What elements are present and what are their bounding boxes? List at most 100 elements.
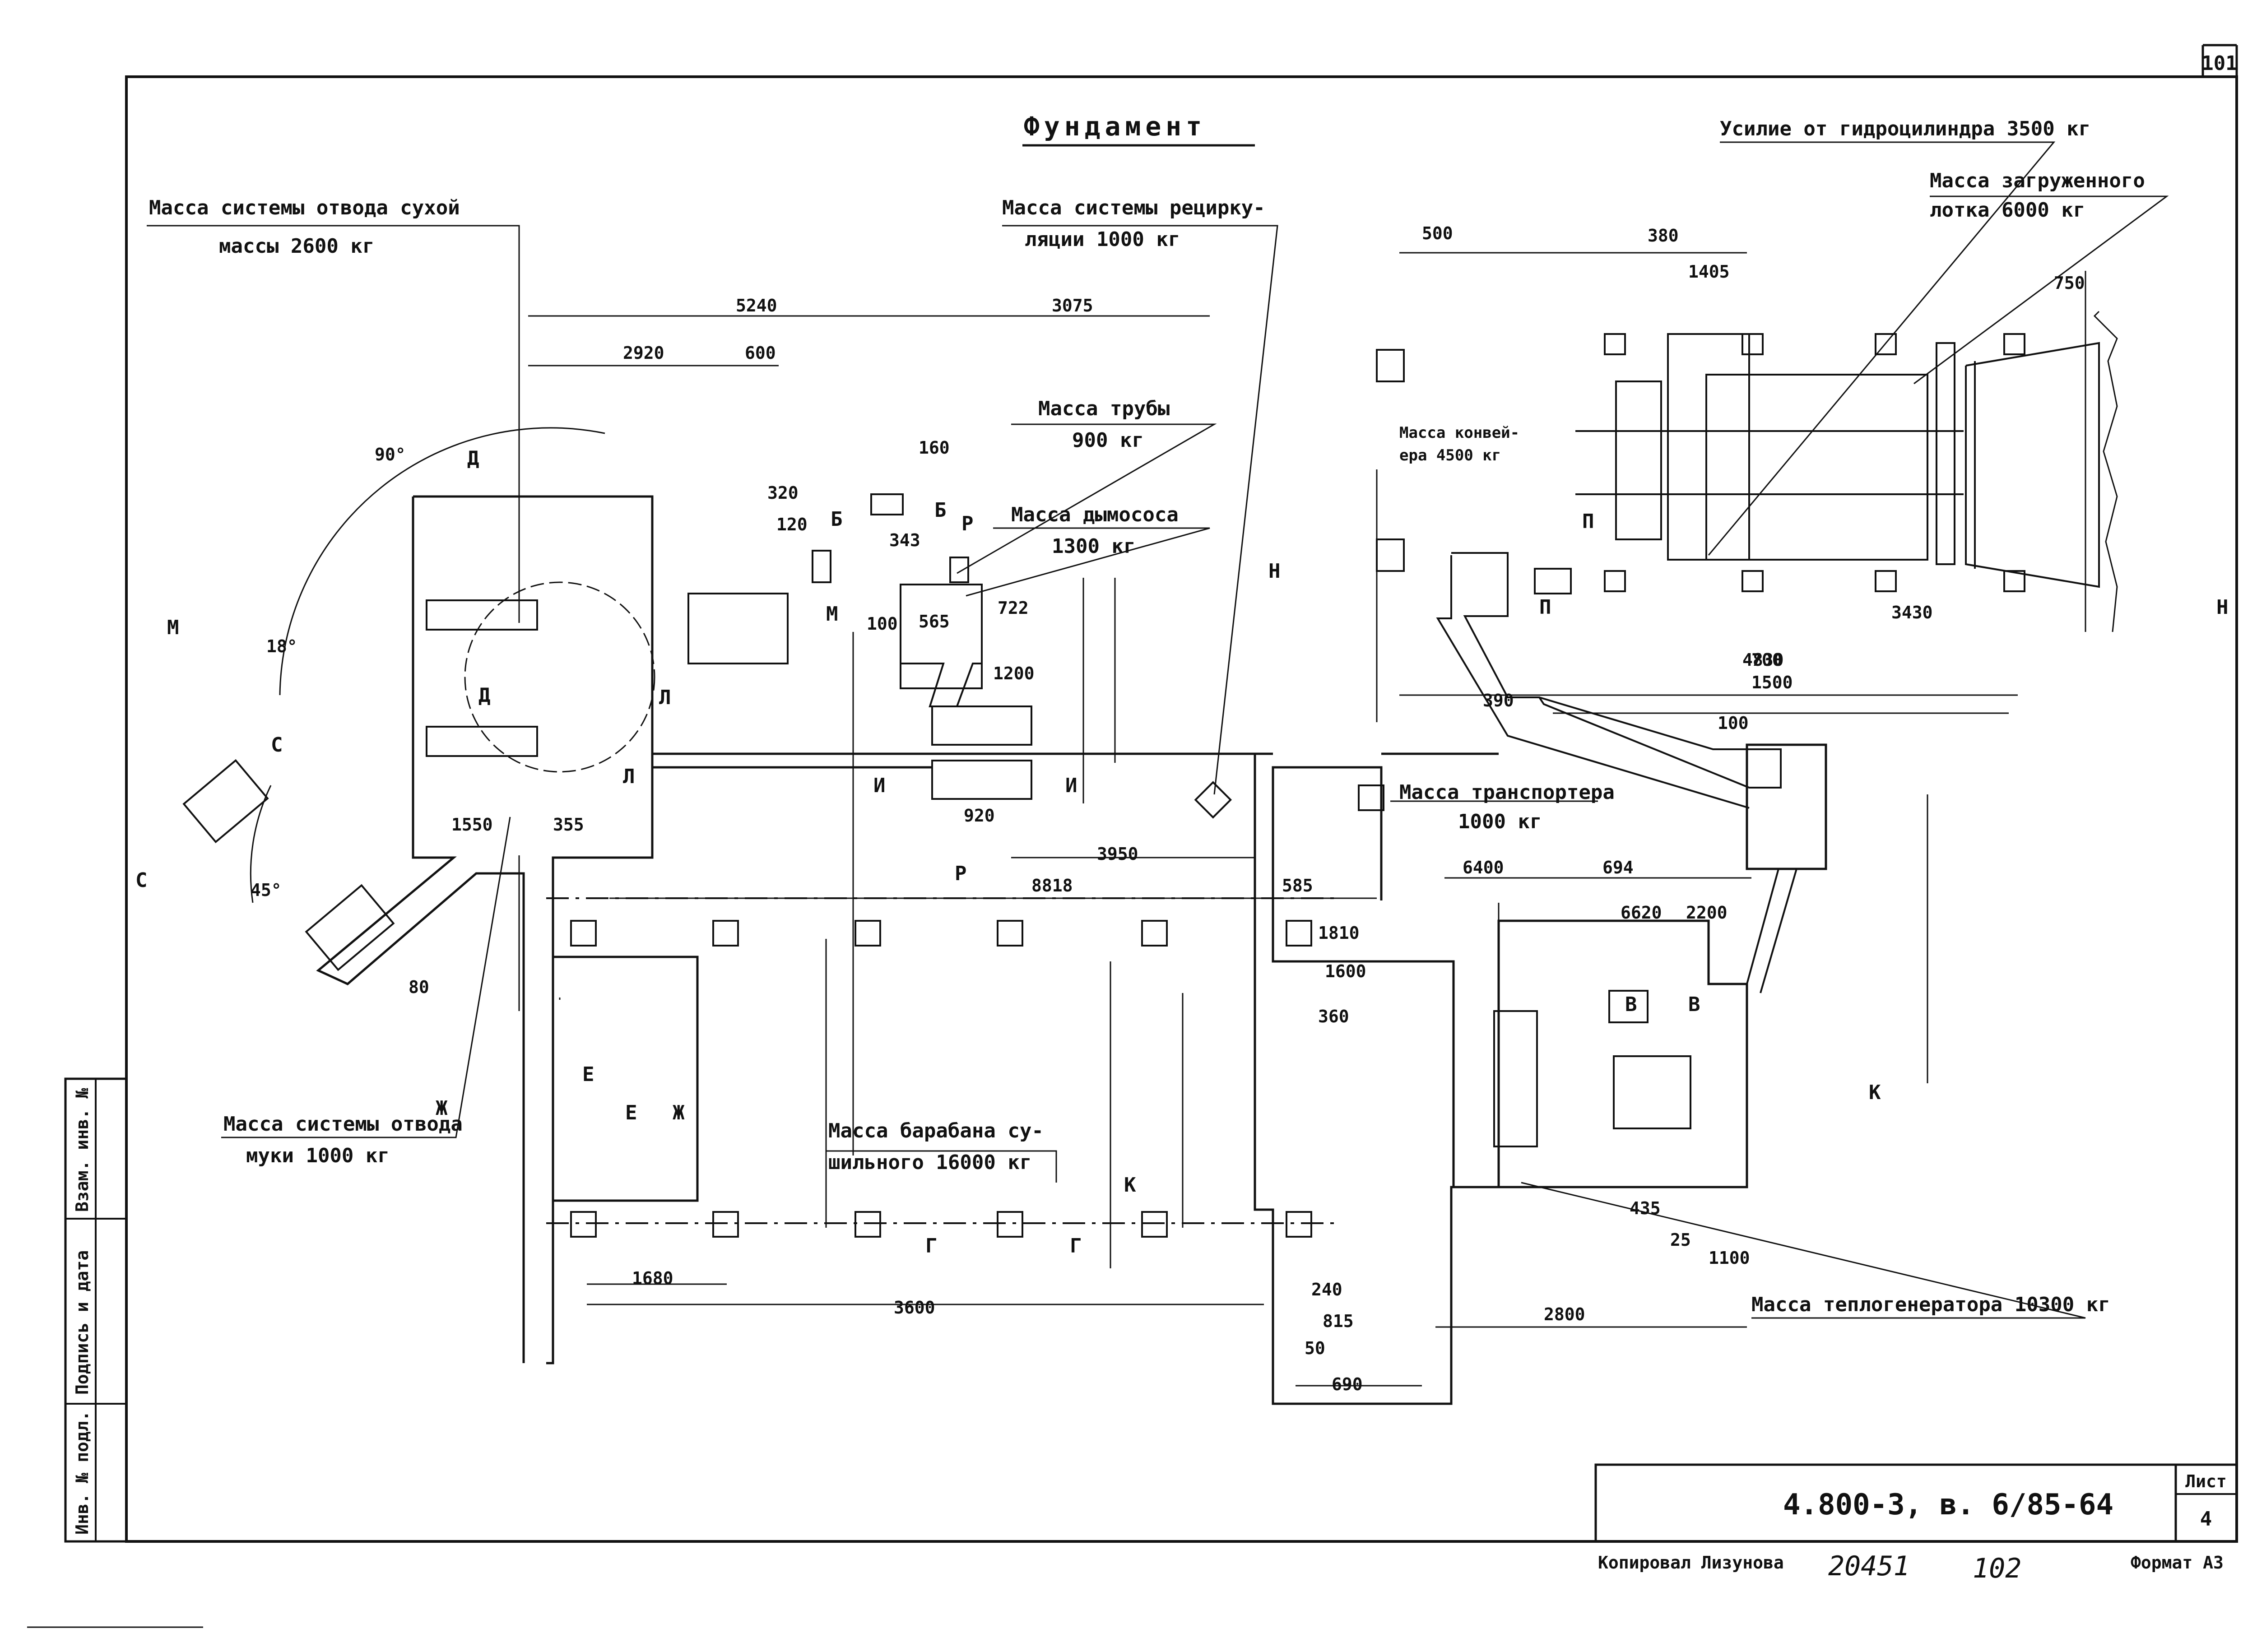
dim-label: 694 [1602,858,1634,877]
heatgen-foundation [1254,752,1748,1405]
section-mark: Д [467,447,479,470]
recirc-pad [1194,781,1232,819]
dim-label: 120 [776,515,808,534]
section-mark: П [1539,596,1551,619]
dim-label: 1405 [1688,262,1730,282]
dim-label: 320 [767,483,799,503]
title-block [1594,1463,2238,1543]
label-conveyor-1: Масса конвей- [1399,424,1519,442]
dim-label: 1100 [1709,1248,1750,1268]
label-flour-1: Масса системы отвода [223,1113,463,1136]
leader-lines [147,141,2169,1319]
section-mark: Л [659,686,671,709]
dim-label: 500 [1422,223,1453,243]
section-mark: Л [623,765,635,788]
label-smoke-1: Масса дымососа [1011,503,1179,526]
dim-label: 240 [1311,1280,1342,1299]
document-code: 4.800-3, в. 6/85-64 [1783,1488,2113,1522]
side-stamp [64,1077,128,1543]
section-mark: Г [925,1234,938,1258]
dim-label: 600 [745,343,776,363]
section-mark: К [1124,1174,1136,1197]
dim-label: 2920 [623,343,664,363]
section-mark: М [826,603,838,626]
paper-format: Формат А3 [2131,1553,2224,1573]
label-recirc-1: Масса системы рецирку- [1002,196,1265,219]
section-mark: Д [478,684,491,707]
label-pipe-2: 900 кг [1072,429,1144,452]
tray-pads [1604,333,2025,592]
dim-label: 2800 [1544,1304,1585,1324]
dim-label: 1680 [632,1268,673,1288]
dim-label: 3600 [894,1298,935,1318]
section-marks: Д Д М М Л Л Б Б Р Р И И С С Ж Ж Е Е Г Г … [135,447,2229,1258]
copied-by: Копировал Лизунова [1598,1553,1784,1573]
dim-label: 355 [553,815,584,835]
sheet-label: Лист [2185,1471,2227,1491]
section-mark: С [135,869,148,892]
label-tray-2: лотка 6000 кг [1930,199,2085,222]
section-mark: Г [1070,1234,1082,1258]
dim-label: 3075 [1052,296,1093,316]
section-mark: Е [625,1101,637,1124]
dim-label: 1810 [1318,923,1360,943]
dim-label: 4830 [1742,650,1784,670]
left-foundation [316,495,1255,1364]
dim-label: 50 [1305,1338,1325,1358]
flour-system-pads [182,759,395,971]
dim-label: 1200 [993,664,1035,683]
section-mark: Б [831,508,843,531]
footer-number-2: 102 [1973,1553,2021,1584]
dim-label: 700 [1751,650,1783,670]
stamp-signature-date: Подпись и дата [72,1250,92,1395]
angle-label: 45° [251,880,282,900]
section-mark: М [167,616,179,639]
dim-label: 1550 [451,815,493,835]
label-hydro: Усилие от гидроцилиндра 3500 кг [1720,117,2090,140]
dim-label: 585 [1282,876,1313,896]
section-mark: В [1625,993,1637,1016]
dim-label: 722 [998,598,1029,618]
drawing-frame [27,44,2238,1628]
dimension-values: 5240 3075 2920 600 160 320 120 343 565 7… [409,223,2085,1394]
drum-column-pads [570,920,1312,1238]
dim-label: 6400 [1463,858,1504,877]
dim-label: 3430 [1891,603,1933,622]
dim-label: 435 [1630,1198,1661,1218]
label-tray-1: Масса загруженного [1930,169,2145,192]
section-mark: В [1688,993,1700,1016]
dim-label: 160 [919,438,950,458]
angle-label: 90° [375,445,406,464]
central-pads [687,493,1032,800]
section-mark: Ж [436,1097,448,1120]
drum-support [546,897,1336,1238]
dim-label: 2200 [1686,903,1728,923]
dim-label: 390 [1483,691,1514,710]
dim-label: 343 [889,530,920,550]
label-drum-1: Масса барабана су- [828,1119,1044,1142]
dim-label: 565 [919,612,950,631]
dim-label: 380 [1648,226,1679,246]
section-mark: Е [582,1063,594,1086]
label-pipe-1: Масса трубы [1038,397,1170,420]
dim-label: 690 [1332,1374,1363,1394]
dim-label: 80 [409,977,429,997]
upper-right-structure [1376,311,2118,993]
dim-label: 6620 [1621,903,1662,923]
section-mark: С [271,733,283,756]
section-mark: Н [2216,596,2229,619]
label-conveyor-2: ера 4500 кг [1399,446,1501,464]
angle-arc [279,427,605,696]
section-mark: И [1065,774,1077,797]
sheet-value: 4 [2200,1508,2212,1531]
label-transporter-2: 1000 кг [1458,810,1542,833]
dim-label: 8818 [1031,876,1073,896]
section-mark: Н [1268,560,1281,583]
dimension-lines [518,252,2086,1387]
transporter-pad [1358,784,1384,811]
label-flour-2: муки 1000 кг [246,1144,390,1167]
label-drum-2: шильного 16000 кг [828,1151,1031,1174]
dim-label: 25 [1670,1230,1691,1250]
dim-label: 5240 [736,296,777,316]
